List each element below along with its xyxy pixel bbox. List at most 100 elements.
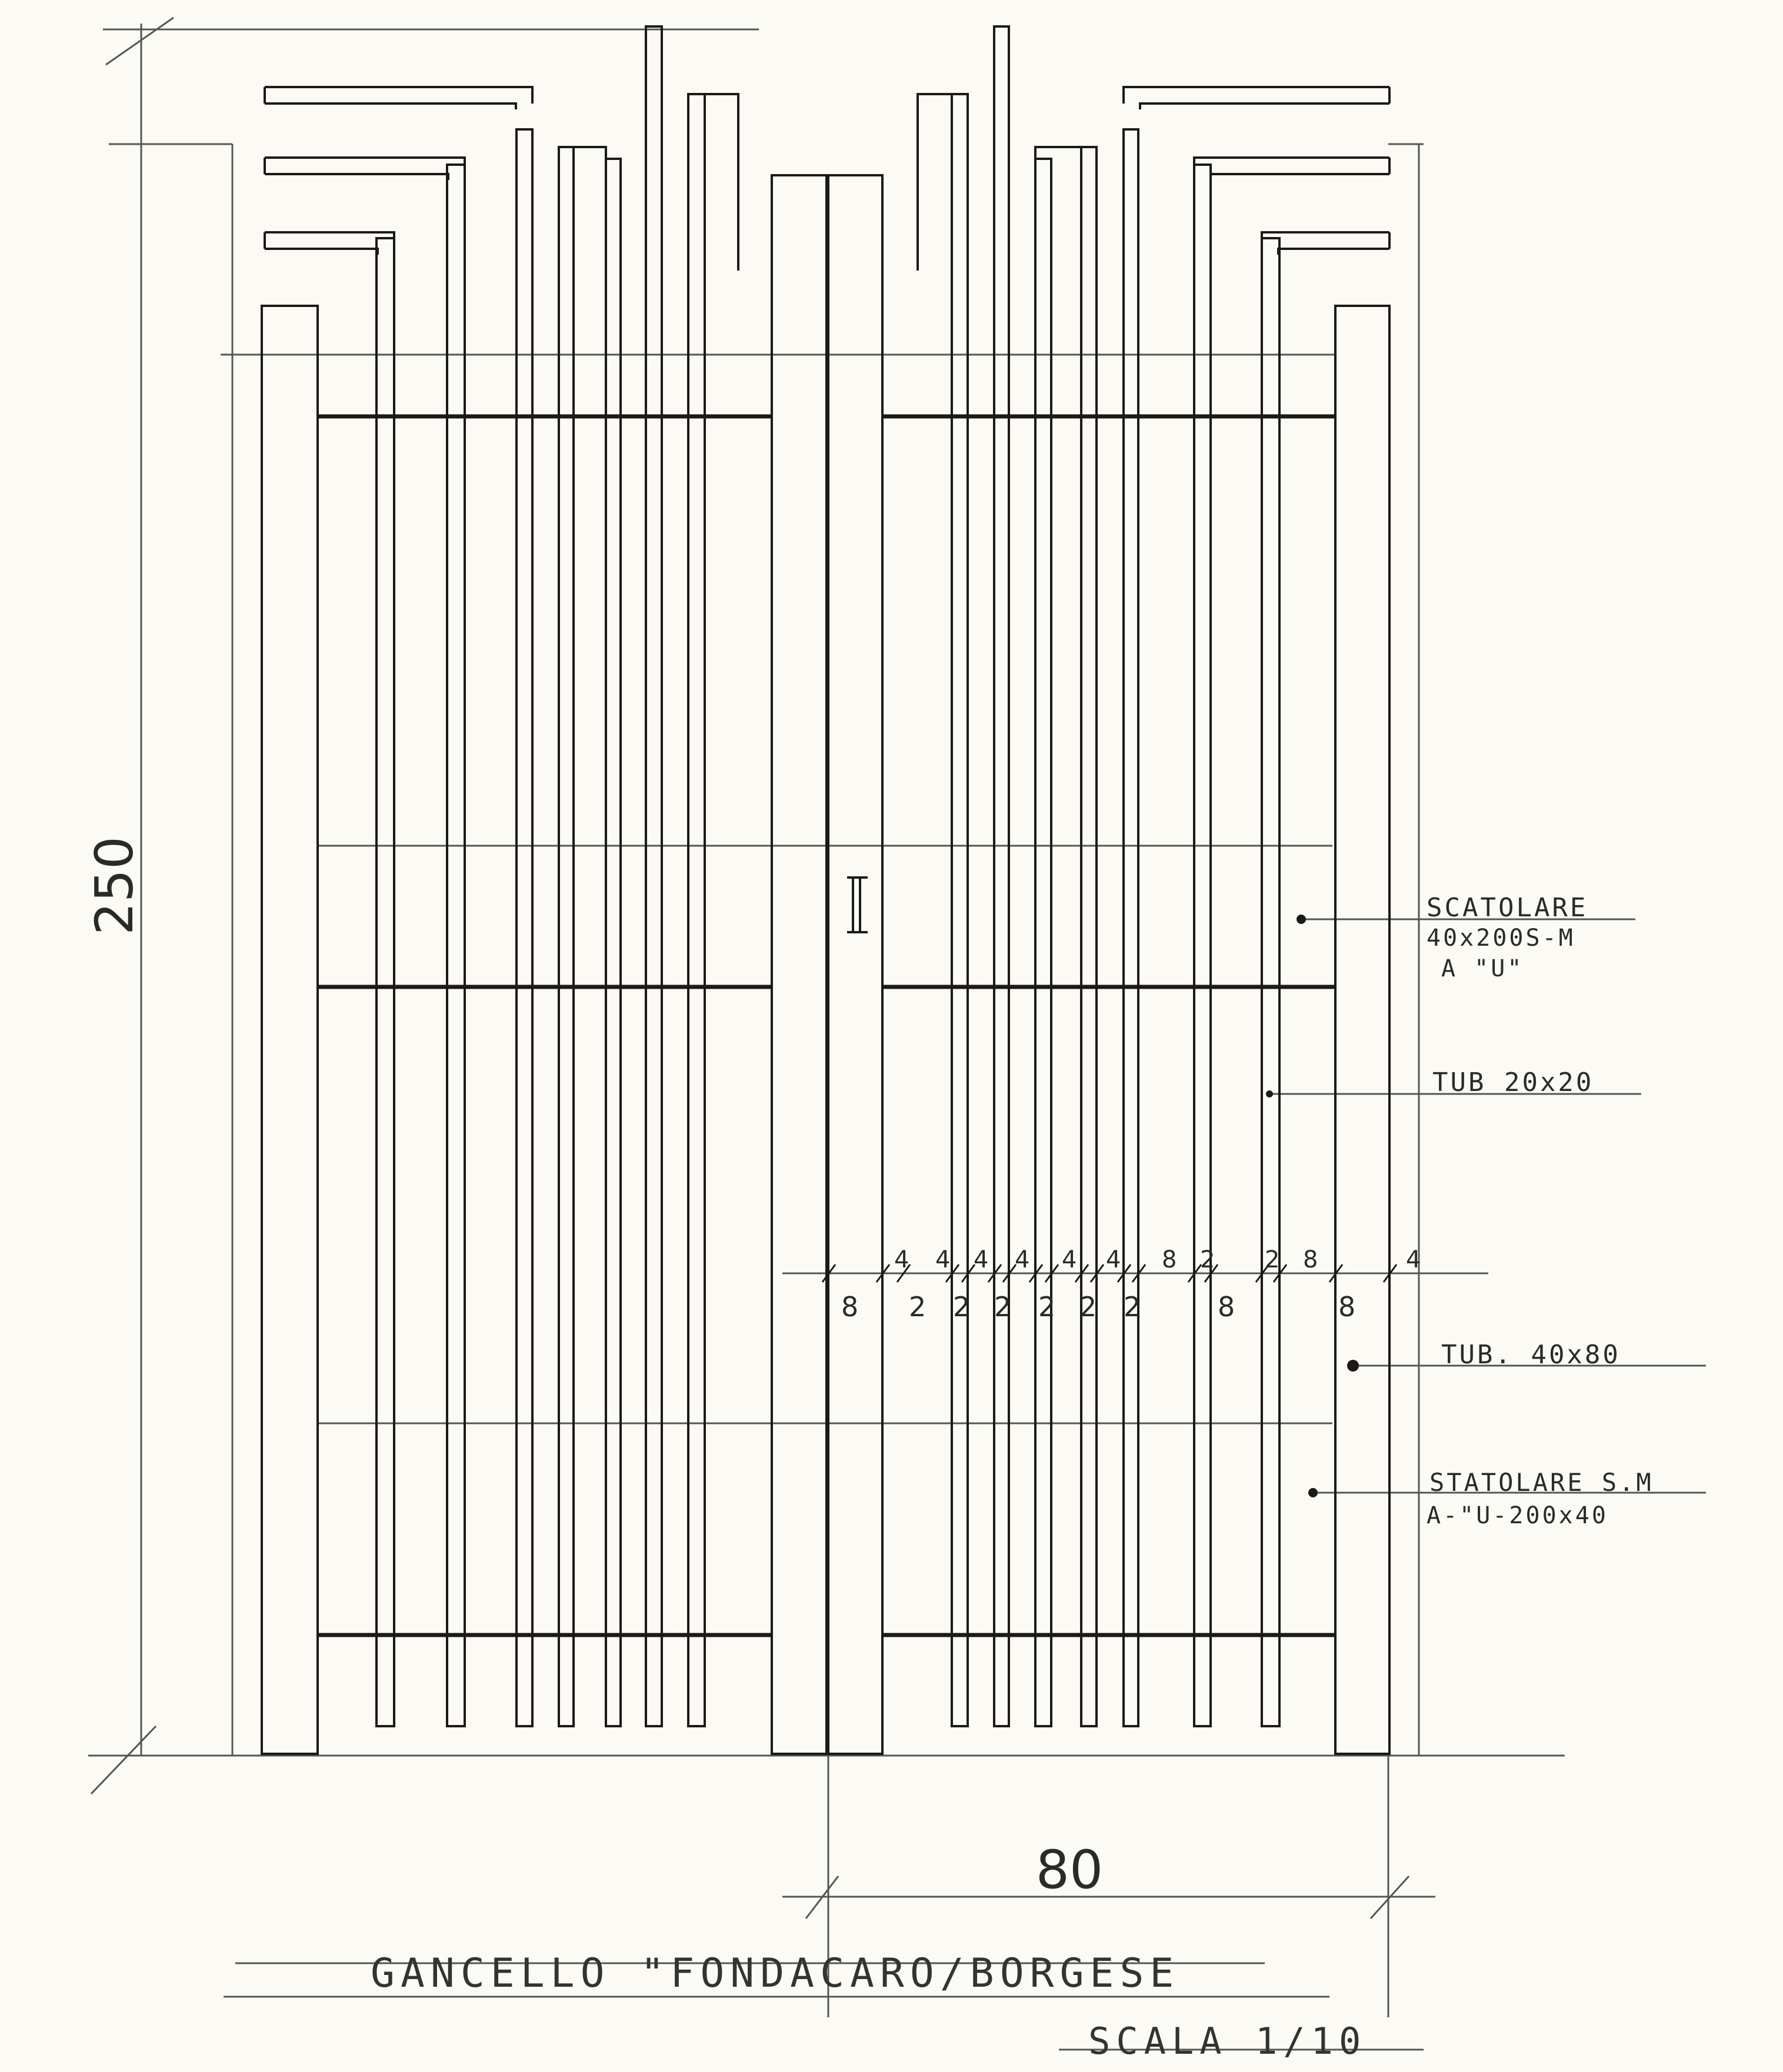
top-return-left-inner-3 (265, 248, 379, 255)
spacing-tick-2 (875, 1264, 891, 1283)
spacing-label-top-1: 4 (894, 1246, 909, 1273)
vertical-bar-2 (375, 237, 395, 1727)
top-return-right-outer-1 (1122, 86, 1389, 104)
spacing-ticks (821, 1264, 1398, 1283)
drawing-title: GANCELLO "FONDACARO/BORGESE (371, 1950, 1179, 1997)
leader-dot-2 (1266, 1090, 1273, 1097)
vertical-bar-13 (1034, 158, 1052, 1727)
vertical-bar-1 (261, 305, 319, 1755)
callout-scatolare: SCATOLARE 40x200S-M A "U" (1427, 893, 1588, 982)
spacing-label-bottom-3: 2 (953, 1291, 970, 1323)
spacing-label-bottom-8: 8 (1218, 1291, 1235, 1323)
callout-tub-40x80: TUB. 40x80 (1441, 1340, 1621, 1370)
spacing-label-top-8: 2 (1200, 1246, 1215, 1273)
leader-dot-1 (1297, 915, 1306, 924)
top-return-left-inner-1 (265, 102, 517, 109)
top-return-right-outer-3 (1261, 231, 1389, 249)
callout-scatolare-line-3: A "U" (1441, 955, 1524, 982)
vertical-bar-7 (645, 25, 663, 1727)
spacing-tick-9 (1044, 1264, 1059, 1283)
leader-dot-3 (1347, 1360, 1359, 1372)
vertical-bar-17 (1261, 237, 1281, 1727)
lock-icon (847, 876, 868, 933)
spacing-tick-18 (1328, 1264, 1344, 1283)
drawing-scale: SCALA 1/10 (1088, 2020, 1367, 2063)
u-top-right-1 (917, 93, 969, 271)
spacing-tick-7 (1002, 1264, 1017, 1283)
top-return-left-inner-2 (265, 173, 449, 180)
spacing-tick-1 (821, 1264, 836, 1283)
spacing-label-top-6: 4 (1106, 1246, 1121, 1273)
spacing-label-top-10: 8 (1303, 1246, 1318, 1273)
u-top-left-2 (558, 146, 607, 323)
spacing-tick-15 (1204, 1264, 1219, 1283)
construction-lines (88, 16, 1706, 2051)
callout-scatolare-line-1: SCATOLARE (1427, 893, 1588, 923)
gate-rails (318, 414, 1335, 1637)
spacing-label-bottom-9: 8 (1338, 1291, 1355, 1323)
spacing-label-top-3: 4 (974, 1246, 988, 1273)
top-return-right-inner-3 (1277, 248, 1389, 255)
leader-dots (1266, 915, 1359, 1497)
leader-dot-4 (1308, 1488, 1318, 1497)
spacing-tick-19 (1382, 1264, 1398, 1283)
spacing-label-top-4: 4 (1015, 1246, 1029, 1273)
width-dimension-label: 80 (1036, 1839, 1104, 1901)
spacing-label-bottom-4: 2 (994, 1291, 1011, 1323)
vertical-bar-12 (993, 25, 1010, 1727)
spacing-label-bottom-1: 8 (841, 1291, 858, 1323)
vertical-bar-14 (1080, 146, 1098, 1727)
spacing-label-top-9: 2 (1265, 1246, 1279, 1273)
spacing-tick-6 (987, 1264, 1002, 1283)
spacing-label-top-2: 4 (935, 1246, 950, 1273)
spacing-tick-13 (1131, 1264, 1147, 1283)
callout-statolare-line-2: A-"U-200x40 (1427, 1502, 1608, 1529)
vertical-bar-9 (771, 174, 828, 1755)
spacing-tick-5 (961, 1264, 976, 1283)
spacing-tick-8 (1028, 1264, 1044, 1283)
vertical-bar-15 (1122, 128, 1139, 1727)
spacing-label-bottom-2: 2 (909, 1291, 926, 1323)
top-return-left-outer-2 (265, 156, 466, 174)
vertical-bar-16 (1193, 164, 1212, 1727)
callout-statolare-line-1: STATOLARE S.M (1429, 1468, 1654, 1497)
spacing-label-bottom-5: 2 (1038, 1291, 1055, 1323)
width-tick-left (805, 1876, 839, 1919)
top-return-left-outer-1 (265, 86, 534, 104)
spacing-label-bottom-7: 2 (1124, 1291, 1141, 1323)
height-dimension-label: 250 (84, 836, 145, 935)
spacing-tick-12 (1117, 1264, 1132, 1283)
height-tick-bottom (90, 1725, 157, 1795)
spacing-tick-10 (1074, 1264, 1089, 1283)
vertical-bar-6 (605, 158, 622, 1727)
spacing-tick-3 (896, 1264, 911, 1283)
u-top-left-1 (687, 93, 739, 271)
callout-statolare: STATOLARE S.M A-"U-200x40 (1427, 1468, 1654, 1529)
spacing-tick-4 (945, 1264, 960, 1283)
spacing-label-bottom-6: 2 (1079, 1291, 1097, 1323)
spacing-tick-17 (1272, 1264, 1288, 1283)
vertical-bar-18 (1334, 305, 1391, 1755)
top-return-left-outer-3 (265, 231, 395, 249)
gate-bars (261, 25, 1391, 1755)
vertical-bar-3 (446, 164, 466, 1727)
spacing-tick-14 (1187, 1264, 1202, 1283)
callout-scatolare-line-2: 40x200S-M (1427, 925, 1575, 952)
spacing-label-top-5: 4 (1062, 1246, 1077, 1273)
top-return-right-inner-1 (1139, 102, 1389, 109)
spacing-tick-16 (1255, 1264, 1270, 1283)
vertical-bar-4 (515, 128, 534, 1727)
spacing-label-top-7: 8 (1162, 1246, 1177, 1273)
spacing-label-top-11: 4 (1406, 1246, 1421, 1273)
callout-tub-20x20: TUB 20x20 (1432, 1067, 1594, 1097)
spacing-tick-11 (1089, 1264, 1105, 1283)
top-return-right-outer-2 (1193, 156, 1389, 174)
u-top-right-2 (1034, 146, 1082, 323)
width-tick-right (1369, 1875, 1410, 1920)
top-return-right-inner-2 (1209, 173, 1389, 180)
height-tick-top (105, 16, 174, 66)
